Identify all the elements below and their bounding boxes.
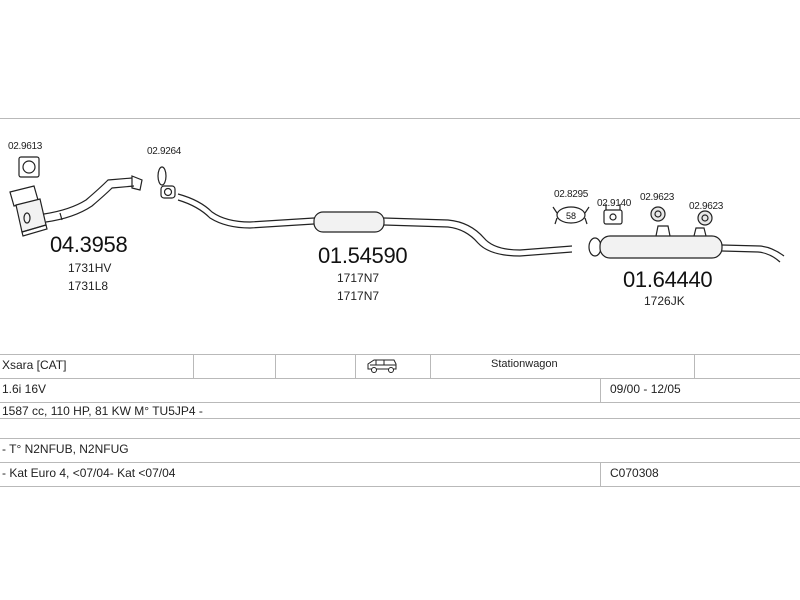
catalyst-code-2: 1731L8	[68, 279, 109, 293]
part-number-front-clamp: 02.9613	[8, 141, 43, 152]
mount-3-icon	[650, 206, 666, 222]
kat-cell: - Kat Euro 4, <07/04- Kat <07/04	[2, 466, 176, 480]
engine-cell: 1.6i 16V	[2, 382, 47, 396]
middle-silencer-icon	[177, 193, 573, 257]
engine-details-cell: 1587 cc, 110 HP, 81 KW M° TU5JP4 -	[2, 404, 203, 418]
mount-2-icon	[603, 204, 623, 225]
front-clamp-icon	[18, 156, 40, 178]
part-number-mount-2: 02.9140	[597, 198, 632, 209]
frame-top-line	[0, 118, 800, 119]
mount-58-icon	[552, 206, 590, 225]
mount-58-badge: 58	[566, 211, 576, 221]
part-number-mount-1: 02.8295	[554, 189, 589, 200]
body-type-cell: Stationwagon	[491, 358, 558, 370]
period-cell: 09/00 - 12/05	[610, 382, 681, 396]
part-number-catalyst: 04.3958	[50, 232, 128, 257]
mid-clamp-icon	[157, 166, 176, 199]
engine-codes-cell: - T° N2NFUB, N2NFUG	[2, 442, 129, 456]
part-number-mount-3: 02.9623	[640, 192, 675, 203]
part-number-mid-clamp: 02.9264	[147, 146, 182, 157]
catalyst-code-1: 1731HV	[68, 261, 112, 275]
rear-silencer-icon	[588, 225, 785, 263]
middle-silencer-code-2: 1717N7	[337, 289, 380, 303]
part-number-mount-4: 02.9623	[689, 201, 724, 212]
reference-cell: C070308	[610, 466, 659, 480]
rear-silencer-code-1: 1726JK	[644, 294, 685, 308]
part-number-middle-silencer: 01.54590	[318, 243, 408, 268]
catalyst-icon	[9, 175, 143, 237]
part-number-rear-silencer: 01.64440	[623, 267, 713, 292]
mount-4-icon	[697, 210, 713, 226]
middle-silencer-code-1: 1717N7	[337, 271, 380, 285]
station-wagon-icon	[366, 358, 398, 374]
model-cell: Xsara [CAT]	[2, 358, 67, 372]
